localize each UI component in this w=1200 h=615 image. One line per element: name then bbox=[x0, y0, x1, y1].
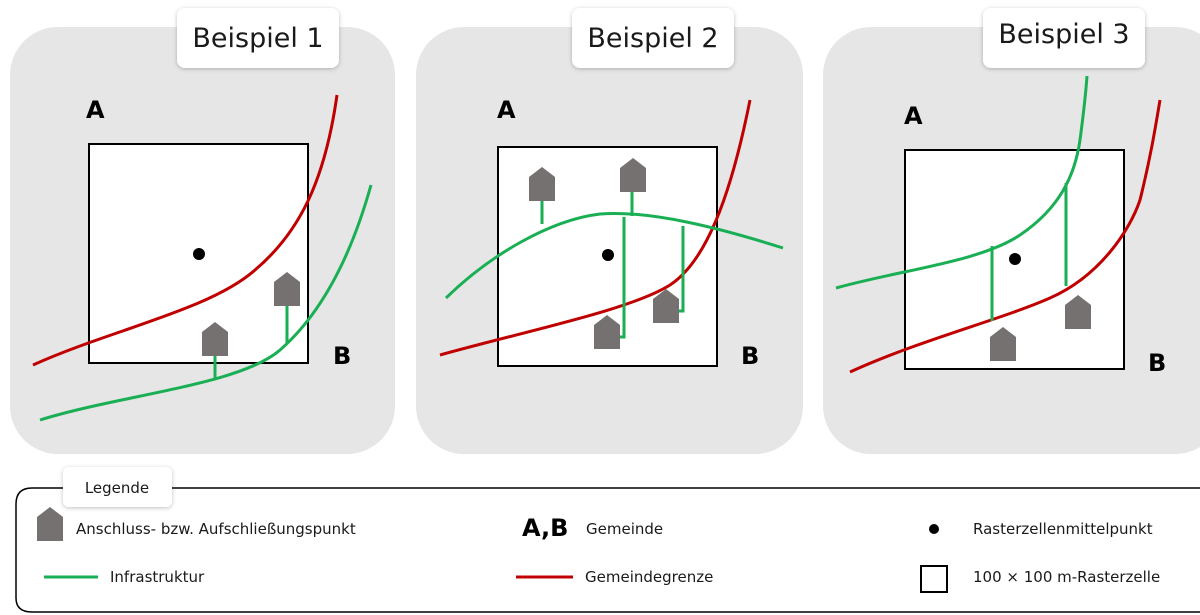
legend-municipality: Gemeinde bbox=[586, 520, 663, 538]
municipality-label-b: B bbox=[333, 342, 351, 370]
municipal-boundary-line bbox=[849, 99, 1162, 374]
square-icon bbox=[920, 565, 948, 593]
cell-center-dot bbox=[193, 248, 205, 260]
dot-icon bbox=[929, 524, 939, 534]
cell-center-dot bbox=[1009, 253, 1021, 265]
example-1-panel: Beispiel 1 A B bbox=[10, 8, 395, 454]
legend-connection-point: Anschluss- bzw. Aufschließungspunkt bbox=[76, 520, 356, 538]
example-3-title-box bbox=[983, 8, 1145, 68]
municipality-label-b: B bbox=[1148, 349, 1166, 377]
municipality-label-a: A bbox=[86, 96, 105, 124]
legend-grid-cell: 100 × 100 m-Rasterzelle bbox=[973, 568, 1160, 586]
legend-municipality-symbol: A,B bbox=[522, 514, 568, 542]
infrastructure-connector bbox=[677, 226, 685, 313]
infrastructure-line bbox=[39, 184, 373, 422]
infrastructure-line bbox=[835, 75, 1089, 290]
legend-cell-center: Rasterzellenmittelpunkt bbox=[973, 520, 1153, 538]
example-2-title: Beispiel 2 bbox=[587, 23, 718, 54]
municipality-label-a: A bbox=[904, 102, 923, 130]
municipal-boundary-line bbox=[32, 94, 339, 367]
municipal-boundary-line bbox=[439, 99, 752, 357]
legend: Legende Anschluss- bzw. Aufschließungspu… bbox=[15, 467, 1200, 613]
legend-infrastructure: Infrastruktur bbox=[110, 568, 205, 586]
municipality-label-b: B bbox=[741, 342, 759, 370]
legend-frame bbox=[15, 487, 1200, 613]
example-1-title: Beispiel 1 bbox=[192, 23, 323, 54]
example-2-panel: Beispiel 2 A B bbox=[416, 8, 803, 454]
example-2-title-box bbox=[572, 8, 734, 68]
municipality-label-a: A bbox=[497, 96, 516, 124]
infrastructure-line bbox=[444, 211, 784, 300]
example-3-panel: Beispiel 3 A B bbox=[823, 8, 1200, 454]
legend-title-box bbox=[63, 467, 172, 507]
cell-center-dot bbox=[602, 249, 614, 261]
example-3-title: Beispiel 3 bbox=[998, 19, 1129, 50]
legend-municipal-boundary: Gemeindegrenze bbox=[585, 568, 713, 586]
house-icon bbox=[37, 507, 63, 541]
legend-title: Legende bbox=[85, 479, 149, 497]
example-1-title-box bbox=[177, 8, 339, 68]
